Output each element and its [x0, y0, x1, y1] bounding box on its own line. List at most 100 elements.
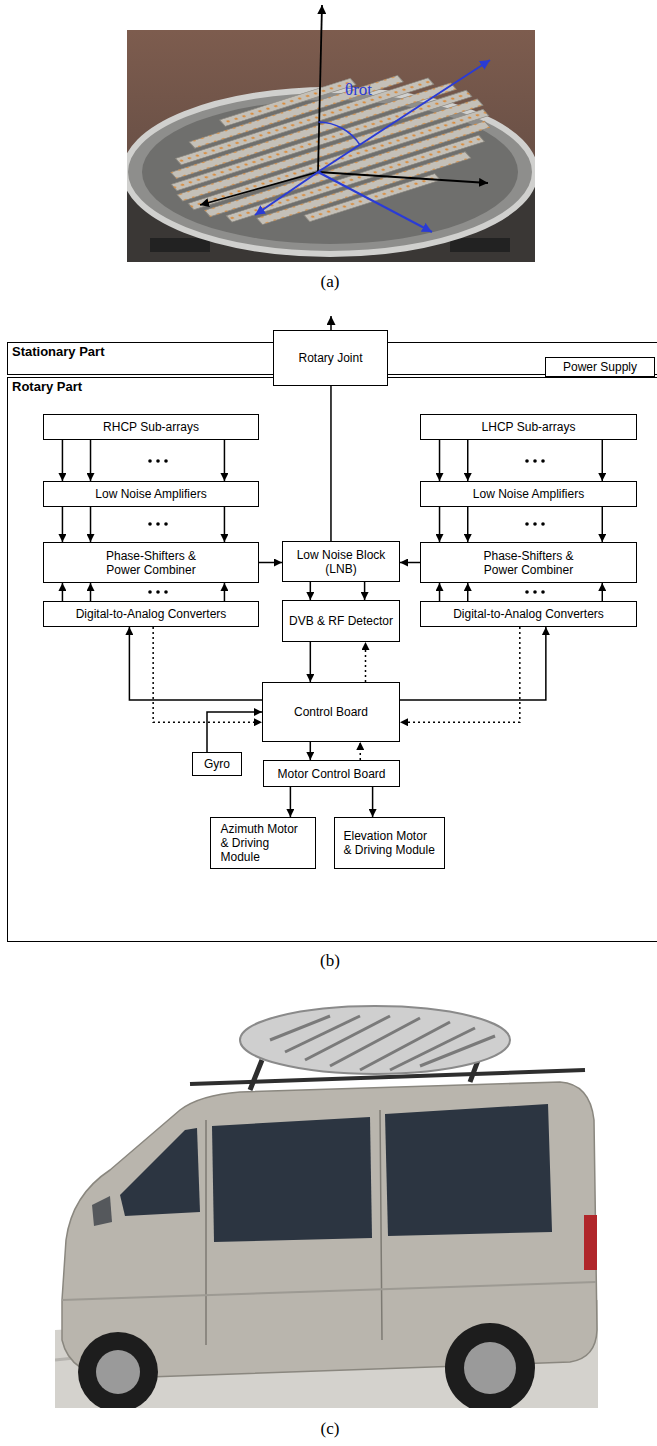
block-box: Control Board: [262, 682, 400, 742]
van-photo: [62, 1282, 596, 1300]
bus-dots: [148, 590, 152, 594]
block-box: LHCP Sub-arrays: [420, 414, 637, 440]
bus-dots: [525, 590, 529, 594]
van-photo: [584, 1215, 597, 1270]
block-box: Phase-Shifters & Power Combiner: [420, 542, 637, 583]
box-label: Control Board: [294, 705, 368, 719]
box-label: Motor Control Board: [277, 767, 385, 781]
van-photo: [212, 1117, 372, 1242]
block-box: DVB & RF Detector: [282, 600, 400, 642]
signal-arrow: [439, 583, 441, 601]
box-label: Gyro: [204, 757, 230, 771]
box-label: Digital-to-Analog Converters: [76, 607, 227, 621]
signal-arrow: [259, 562, 282, 564]
signal-arrow: [62, 583, 64, 601]
signal-arrow: [90, 583, 92, 601]
block-box: Low Noise Amplifiers: [420, 481, 637, 507]
coordinate-axes: [200, 172, 318, 205]
bus-dots: [148, 459, 152, 463]
box-label: Elevation Motor & Driving Module: [344, 829, 436, 857]
signal-arrow: [400, 562, 420, 564]
signal-arrow: [439, 507, 441, 542]
van-photo: [120, 1128, 200, 1216]
signal-arrow: [360, 742, 362, 760]
panel-label: (a): [321, 272, 340, 292]
antenna-photo: [150, 238, 210, 252]
block-box: Azimuth Motor & Driving Module: [210, 817, 316, 869]
group-title: Stationary Part: [8, 343, 108, 360]
block-box: Low Noise Block (LNB): [282, 541, 400, 582]
bus-dots: [541, 590, 545, 594]
signal-arrow: [310, 582, 312, 600]
box-label: Digital-to-Analog Converters: [453, 607, 604, 621]
coordinate-axes: [255, 172, 318, 215]
block-box: Low Noise Amplifiers: [43, 481, 259, 507]
signal-arrow: [400, 627, 520, 722]
antenna-slats: [304, 174, 440, 222]
box-label: RHCP Sub-arrays: [103, 420, 199, 434]
signal-arrow: [62, 507, 64, 542]
block-box: Gyro: [192, 752, 242, 776]
block-box: Motor Control Board: [263, 760, 400, 787]
group-title: Rotary Part: [8, 378, 86, 395]
output-arrow: [330, 316, 332, 330]
signal-arrow: [290, 787, 292, 817]
bus-dots: [541, 522, 545, 526]
bus-dots: [541, 459, 545, 463]
coordinate-axes: [200, 5, 490, 232]
van-photo: [270, 1016, 495, 1070]
bus-dots: [533, 459, 537, 463]
bus-dots: [164, 590, 168, 594]
signal-arrow: [224, 507, 226, 542]
signal-arrow: [602, 507, 604, 542]
van-photo: [55, 990, 598, 1408]
group-frame: Rotary PartRHCP Sub-arrays LHCP Sub-array…: [7, 377, 657, 942]
box-label: Azimuth Motor & Driving Module: [221, 822, 306, 864]
van-photo: [96, 1350, 140, 1394]
signal-arrow: [129, 627, 262, 700]
van-photo: [330, 1018, 420, 1066]
signal-arrow: [310, 642, 312, 682]
box-label: Low Noise Amplifiers: [95, 487, 206, 501]
van-photo: [305, 1016, 390, 1060]
block-box: RHCP Sub-arrays: [43, 414, 259, 440]
van-photo: [78, 1332, 158, 1408]
van-photo: [385, 1104, 552, 1236]
bus-dots: [148, 522, 152, 526]
signal-arrow: [90, 440, 92, 481]
signal-arrow: [372, 787, 374, 817]
signal-arrow: [153, 627, 262, 722]
signal-arrow: [62, 440, 64, 481]
antenna-slats: [257, 152, 471, 225]
signal-arrow: [400, 627, 546, 700]
signal-arrow: [224, 440, 226, 481]
van-photo: [445, 1323, 535, 1408]
signal-arrow: [330, 386, 332, 541]
box-label: LHCP Sub-arrays: [482, 420, 576, 434]
van-photo: [206, 1110, 382, 1345]
coordinate-axes: [318, 172, 488, 183]
block-box: Power Supply: [545, 357, 655, 377]
block-box: Rotary Joint: [273, 330, 388, 386]
bus-dots: [533, 590, 537, 594]
signal-arrow: [310, 742, 312, 760]
panel-label: (c): [321, 1419, 340, 1439]
box-label: DVB & RF Detector: [289, 614, 393, 628]
signal-arrow: [467, 507, 469, 542]
box-label: Low Noise Amplifiers: [473, 487, 584, 501]
box-label: Low Noise Block (LNB): [283, 548, 399, 576]
bus-dots: [525, 522, 529, 526]
van-photo: [270, 1016, 330, 1040]
bus-dots: [156, 459, 160, 463]
signal-arrow: [365, 642, 367, 682]
box-label: Power Supply: [563, 360, 637, 374]
bus-dots: [156, 522, 160, 526]
signal-arrow: [207, 712, 262, 752]
signal-arrow: [602, 440, 604, 481]
bus-dots: [164, 459, 168, 463]
bus-dots: [533, 522, 537, 526]
box-label: Rotary Joint: [298, 351, 362, 365]
bus-dots: [164, 522, 168, 526]
signal-arrow: [224, 583, 226, 601]
van-photo: [464, 1342, 516, 1394]
